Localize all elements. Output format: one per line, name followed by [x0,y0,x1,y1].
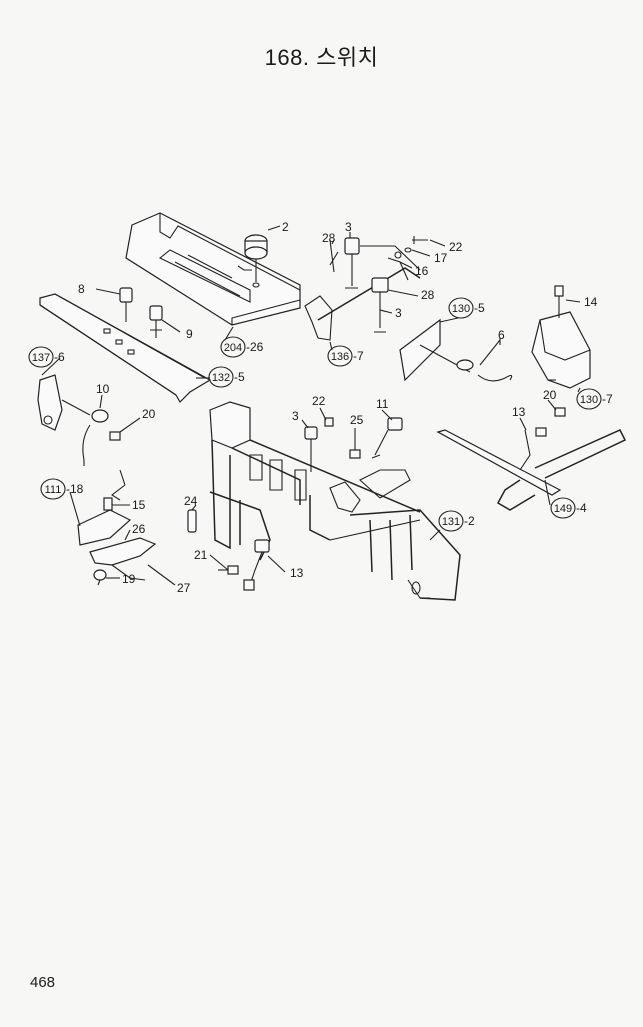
svg-text:136: 136 [331,351,349,363]
page-title: 168. 스위치 [264,45,379,70]
part-label: 3 [395,306,402,320]
part-label: 17 [434,251,448,265]
part-label: 16 [415,264,429,278]
part-label: 27 [177,581,191,595]
part-label: 14 [584,295,598,309]
svg-text:-5: -5 [474,301,485,315]
part-label: 22 [312,394,326,408]
page-number: 468 [30,974,56,991]
svg-text:-26: -26 [246,340,264,354]
svg-text:-6: -6 [54,350,65,364]
lower-mid-parts [187,509,270,591]
side-bracket-part [37,374,121,466]
svg-text:130: 130 [580,394,598,406]
svg-text:-7: -7 [353,349,364,363]
ref-code: 204 -26 [220,336,264,358]
part-label: 26 [132,522,146,536]
part-label: 24 [184,494,198,508]
part-label: 20 [142,407,156,421]
svg-text:-7: -7 [602,392,613,406]
ref-code: 149 -4 [550,497,587,519]
lower-left-parts [77,469,157,586]
part-label: 15 [132,498,146,512]
ref-code: 130 -7 [576,388,613,410]
ref-code: 137 -6 [28,346,65,368]
switch-actuator-part [237,234,268,288]
part-label: 13 [290,566,304,580]
bracket-assembly-part [304,236,428,341]
part-label: 3 [292,409,299,423]
svg-text:111: 111 [45,484,62,496]
svg-text:-18: -18 [66,482,84,496]
part-label: 8 [78,282,85,296]
part-label: 3 [345,220,352,234]
ref-code: 136 -7 [327,345,364,367]
part-label: 6 [498,328,505,342]
leader-lines [41,225,581,586]
part-label: 13 [512,405,526,419]
part-label: 10 [96,382,110,396]
part-label: 22 [449,240,463,254]
part-label: 28 [421,288,435,302]
small-switch-parts [119,287,163,338]
right-rail-part [436,407,627,511]
reference-codes: 204 -26 132 -5 137 -6 136 -7 130 -5 [28,297,613,532]
part-label: 25 [350,413,364,427]
svg-text:-4: -4 [576,501,587,515]
svg-text:149: 149 [554,503,572,515]
part-label: 11 [376,397,389,411]
switch-cover-part [531,285,591,389]
part-label: 28 [322,231,336,245]
channel-rail-part [39,293,212,403]
ref-code: 111 -18 [40,478,84,500]
ref-code: 130 -5 [448,297,485,319]
ref-code: 131 -2 [438,510,475,532]
svg-text:132: 132 [212,372,230,384]
part-number-labels: 2 3 28 22 17 16 28 3 8 9 14 6 10 20 22 3… [78,220,598,595]
part-label: 20 [543,388,557,402]
svg-text:130: 130 [452,303,470,315]
mounting-plate-part [399,318,513,382]
svg-text:-2: -2 [464,514,475,528]
part-label: 21 [194,548,208,562]
main-frame-part [209,401,461,601]
part-label: 9 [186,327,193,341]
svg-text:-5: -5 [234,370,245,384]
mid-switch-parts [304,417,403,472]
svg-text:131: 131 [442,516,460,528]
part-label: 19 [122,572,136,586]
svg-text:204: 204 [224,342,242,354]
part-label: 2 [282,220,289,234]
ref-code: 132 -5 [208,366,245,388]
svg-text:137: 137 [32,352,50,364]
cover-plate-part [125,212,301,326]
